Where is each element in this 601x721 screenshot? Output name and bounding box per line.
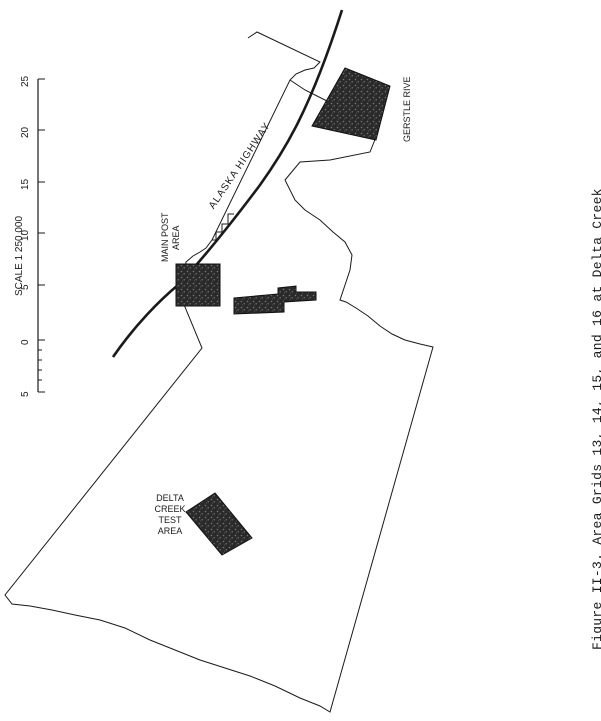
delta-label-line2: CREEK — [154, 504, 186, 514]
alaska-highway-line — [111, 9, 344, 358]
scale-tick-label: 20 — [20, 126, 31, 138]
main-post-label-line1: MAIN POST — [160, 212, 170, 262]
reservation-boundary — [4, 31, 434, 713]
grid-area-main-post — [175, 263, 221, 307]
delta-label-line1: DELTA — [156, 493, 184, 503]
scale-bar — [37, 78, 45, 393]
scale-tick-label: 10 — [20, 229, 31, 241]
scale-tick-label: 25 — [20, 75, 31, 87]
delta-creek-label: DELTA CREEK TEST AREA — [140, 493, 200, 537]
delta-label-line3: TEST — [158, 515, 182, 525]
scale-tick-label: 15 — [20, 178, 31, 190]
scale-tick-label: 5 — [20, 284, 31, 290]
main-post-label: MAIN POST AREA — [160, 212, 182, 262]
grid-area-gerstle — [311, 67, 391, 141]
main-post-label-line2: AREA — [171, 225, 181, 250]
scale-tick-label: 0 — [20, 339, 31, 345]
boundary-steps — [212, 213, 234, 241]
scale-tick-label: 5 — [20, 391, 31, 397]
gerstle-river-label: GERSTLE RIVE — [402, 76, 412, 142]
figure-caption: Figure II-3. Area Grids 13, 14, 15, and … — [590, 188, 601, 650]
delta-label-line4: AREA — [157, 526, 183, 536]
grid-area-central — [233, 285, 317, 315]
grid-area-delta-creek — [185, 492, 253, 556]
